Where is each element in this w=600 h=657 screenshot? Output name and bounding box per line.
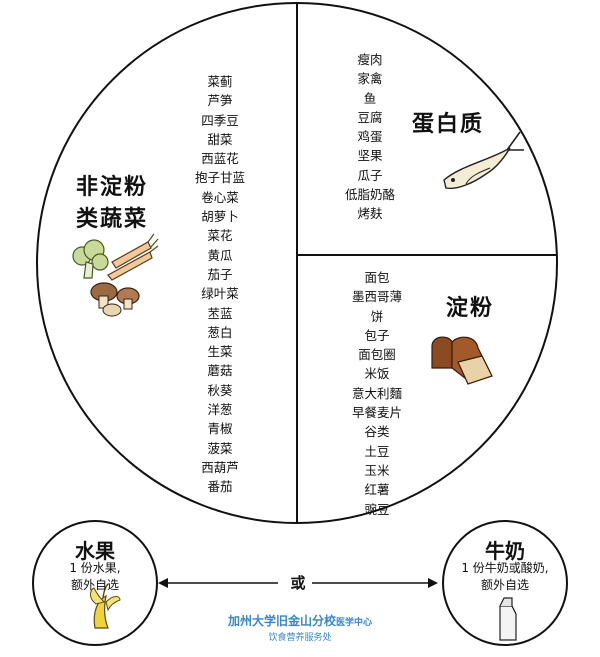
- starch-list-item: 早餐麦片: [351, 405, 402, 421]
- vegetables-list-item: 番茄: [207, 479, 233, 495]
- vegetables-title: 非淀粉 类蔬菜: [52, 172, 172, 236]
- vegetables-list-item: 黄瓜: [207, 247, 233, 263]
- starch-list: 面包墨西哥薄饼包子面包圈米饭意大利麵早餐麦片谷类土豆玉米红薯豌豆: [332, 268, 422, 519]
- starch-list-item: 饼: [370, 308, 384, 324]
- protein-list-item: 豆腐: [357, 109, 383, 125]
- starch-list-item: 土豆: [364, 443, 390, 459]
- footer-org-main: 加州大学旧金山分校: [227, 614, 336, 628]
- vegetables-list: 菜蓟芦笋四季豆甜菜西蓝花抱子甘蓝卷心菜胡萝卜菜花黄瓜茄子绿叶菜苤蓝葱白生菜蘑菇秋…: [180, 72, 260, 497]
- milk-note-line1: 1 份牛奶或酸奶,: [461, 561, 549, 575]
- vegetables-list-item: 菠菜: [207, 440, 233, 456]
- starch-list-item: 包子: [364, 327, 390, 343]
- protein-list-item: 鱼: [363, 90, 377, 106]
- vegetables-list-item: 蘑菇: [207, 363, 233, 379]
- vegetables-list-item: 芦笋: [207, 93, 233, 109]
- vegetables-list-item: 菜蓟: [207, 74, 233, 89]
- vegetables-list-item: 苤蓝: [207, 305, 233, 321]
- milk-carton-icon: [499, 597, 517, 641]
- milk-circle: [442, 520, 568, 646]
- milk-note-line2: 额外自选: [480, 578, 529, 592]
- vegetables-list-item: 卷心菜: [201, 189, 239, 205]
- starch-title: 淀粉: [445, 296, 494, 321]
- milk-note: 1 份牛奶或酸奶, 额外自选: [445, 560, 565, 594]
- protein-title: 蛋白质: [411, 112, 484, 137]
- starch-list-item: 面包圈: [358, 347, 396, 363]
- starch-list-item: 意大利麵: [351, 385, 402, 401]
- starch-list-item: 墨西哥薄: [351, 289, 402, 305]
- protein-list: 瘦肉家禽鱼豆腐鸡蛋坚果瓜子低脂奶酪烤麸: [328, 50, 412, 224]
- starch-list-item: 米饭: [364, 366, 390, 382]
- milk-title: 牛奶: [485, 539, 525, 563]
- vegetables-list-item: 西蓝花: [201, 151, 239, 167]
- vegetables-list-item: 茄子: [207, 266, 233, 282]
- vegetables-list-item: 洋葱: [207, 402, 233, 418]
- or-arrow: [158, 578, 438, 588]
- fruit-note-line1: 1 份水果,: [69, 561, 121, 575]
- starch-list-item: 谷类: [364, 424, 390, 440]
- vegetables-list-item: 甜菜: [207, 131, 233, 147]
- footer-dept: 饮食营养服务处: [268, 633, 332, 643]
- vegetables-list-item: 青椒: [207, 421, 233, 437]
- protein-list-item: 家禽: [357, 71, 383, 87]
- protein-list-item: 瓜子: [357, 167, 383, 183]
- vegetables-list-item: 四季豆: [201, 112, 239, 128]
- protein-list-item: 鸡蛋: [357, 129, 383, 145]
- vegetables-list-item: 西葫芦: [201, 459, 239, 475]
- or-label: 或: [290, 574, 306, 592]
- bread-icon: [431, 336, 493, 385]
- protein-list-item: 低脂奶酪: [344, 187, 395, 203]
- protein-list-item: 烤麸: [357, 206, 383, 222]
- fruit-note-line2: 额外自选: [70, 578, 119, 592]
- fruit-circle: [32, 520, 158, 646]
- starch-list-item: 面包: [364, 270, 390, 285]
- footer-org: 加州大学旧金山分校医学中心: [200, 612, 400, 629]
- fruit-title: 水果: [75, 539, 115, 563]
- vegetables-list-item: 抱子甘蓝: [194, 170, 245, 186]
- vegetables-list-item: 葱白: [207, 324, 233, 340]
- vegetables-list-item: 绿叶菜: [201, 286, 239, 302]
- starch-list-item: 红薯: [364, 482, 390, 498]
- vegetables-list-item: 秋葵: [207, 382, 233, 398]
- vegetables-title-line2: 类蔬菜: [75, 207, 148, 232]
- starch-list-item: 玉米: [364, 462, 390, 478]
- vegetables-list-item: 生菜: [207, 344, 233, 360]
- banana-icon: [90, 583, 121, 629]
- fish-icon: [443, 131, 524, 190]
- vegetables-icon: [72, 233, 159, 317]
- protein-list-item: 坚果: [357, 148, 383, 164]
- fruit-note: 1 份水果, 额外自选: [45, 560, 145, 594]
- vegetables-list-item: 菜花: [207, 228, 233, 244]
- vegetables-list-item: 胡萝卜: [201, 209, 239, 225]
- footer-org-sub: 医学中心: [336, 618, 373, 628]
- starch-list-item: 豌豆: [364, 501, 390, 517]
- protein-list-item: 瘦肉: [357, 52, 383, 67]
- vegetables-title-line1: 非淀粉: [75, 175, 148, 200]
